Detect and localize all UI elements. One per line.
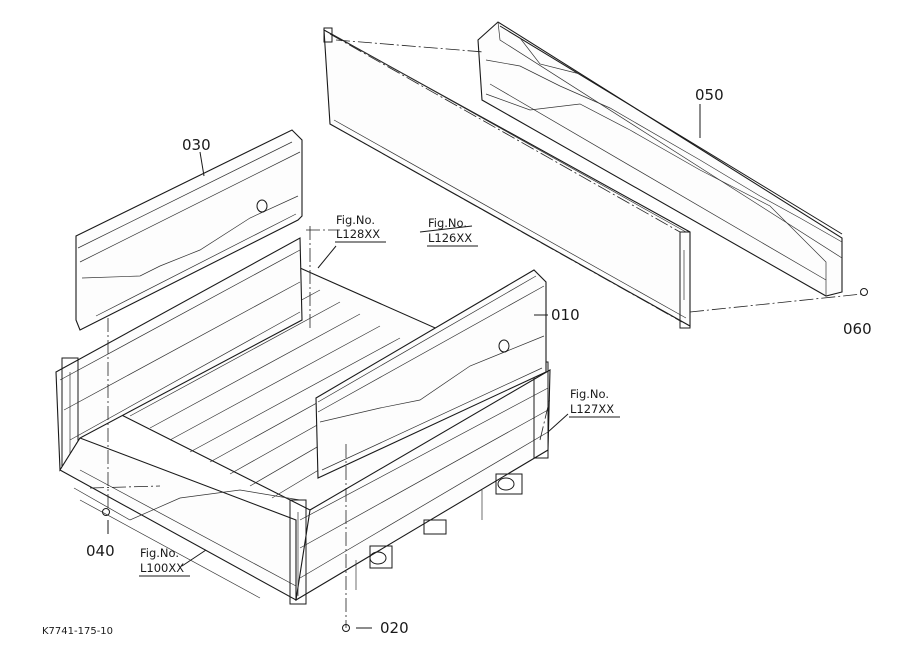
- label-060: 060: [843, 320, 872, 338]
- svg-text:Fig.No.: Fig.No.: [336, 213, 375, 227]
- part-030-rear-panel[interactable]: [75, 129, 303, 331]
- svg-text:Fig.No.: Fig.No.: [570, 387, 609, 401]
- cargo-bed-body[interactable]: [55, 237, 551, 605]
- label-020: 020: [380, 619, 409, 637]
- part-050-side-rail[interactable]: [477, 21, 843, 297]
- label-010: 010: [551, 306, 580, 324]
- part-060-fastener[interactable]: [860, 288, 868, 296]
- svg-text:Fig.No.: Fig.No.: [428, 216, 467, 230]
- label-050: 050: [695, 86, 724, 104]
- fig-ref-l126[interactable]: Fig.No. L126XX: [427, 216, 478, 247]
- svg-text:L126XX: L126XX: [428, 231, 472, 245]
- part-040-fastener[interactable]: [102, 508, 110, 516]
- leader-lines: [107, 104, 701, 629]
- svg-text:L127XX: L127XX: [570, 402, 614, 416]
- svg-text:Fig.No.: Fig.No.: [140, 546, 179, 560]
- fig-ref-l127[interactable]: Fig.No. L127XX: [569, 387, 620, 418]
- part-010-side-panel[interactable]: [315, 269, 547, 479]
- part-020-fastener[interactable]: [342, 624, 350, 632]
- label-040: 040: [86, 542, 115, 560]
- alignment-lines: [89, 33, 863, 628]
- svg-text:L128XX: L128XX: [336, 227, 380, 241]
- svg-text:L100XX: L100XX: [140, 561, 184, 575]
- fig-ref-l100[interactable]: Fig.No. L100XX: [139, 546, 190, 577]
- fig-ref-l128[interactable]: Fig.No. L128XX: [335, 213, 386, 243]
- drawing-code: K7741-175-10: [42, 626, 113, 637]
- label-030: 030: [182, 136, 211, 154]
